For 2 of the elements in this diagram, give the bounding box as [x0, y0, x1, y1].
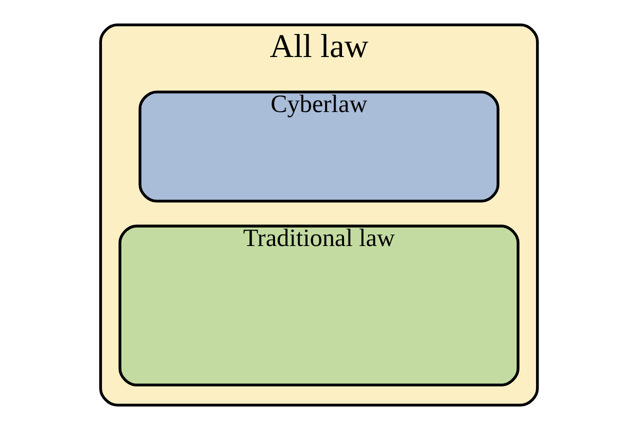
node-box: Cyberlaw [138, 90, 499, 203]
node-box: Traditional law [118, 224, 519, 386]
